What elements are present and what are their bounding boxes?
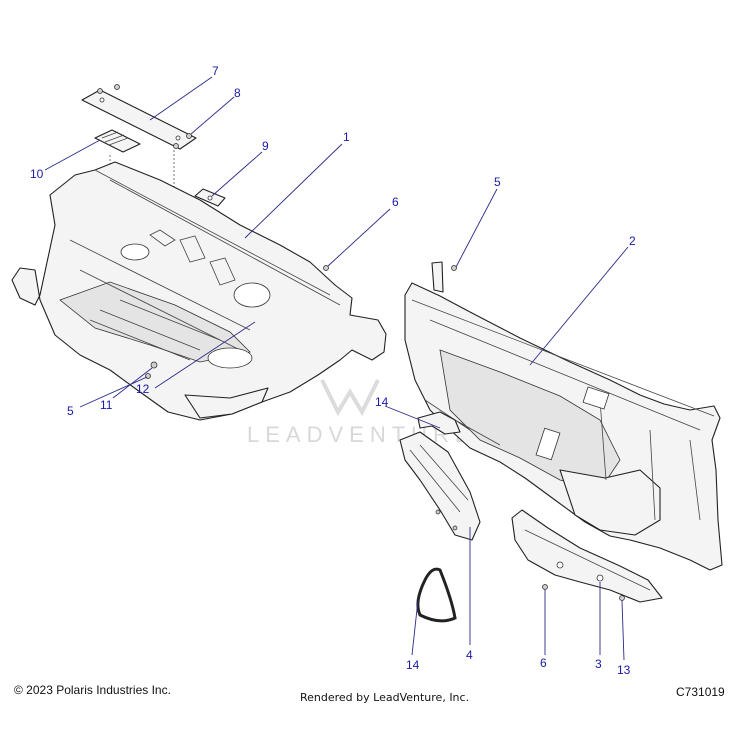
part-4-side-panel [399, 431, 481, 541]
callout-14-lower: 14 [406, 658, 420, 672]
callout-13: 13 [617, 663, 631, 677]
part-14-ring-seal [416, 567, 457, 623]
callout-5-right: 5 [494, 175, 501, 189]
part-1-dash-structure [11, 161, 387, 421]
callout-5-left: 5 [67, 404, 74, 418]
callout-12: 12 [136, 382, 150, 396]
diagram-code: C731019 [676, 685, 725, 699]
part-2-insulation-panel [404, 261, 723, 571]
part-9-bracket [194, 188, 226, 207]
part-13-fastener [619, 595, 625, 601]
callout-2: 2 [629, 234, 636, 248]
callout-1: 1 [343, 130, 350, 144]
part-5-fastener-right [451, 265, 457, 271]
part-6-fastener-upper [323, 265, 329, 271]
part-14-upper-seal [417, 411, 461, 435]
part-6-fastener-lower [542, 584, 548, 590]
part-3-lower-bracket [511, 509, 663, 603]
copyright-text: © 2023 Polaris Industries Inc. [14, 683, 171, 697]
callout-6-upper: 6 [392, 195, 399, 209]
callout-7: 7 [212, 64, 219, 78]
callout-8: 8 [234, 86, 241, 100]
part-8-fasteners [97, 84, 192, 149]
leader-lines [44, 76, 629, 661]
part-10-label [94, 129, 141, 153]
callout-10: 10 [30, 167, 44, 181]
callout-14-upper: 14 [375, 395, 389, 409]
callout-11: 11 [100, 398, 113, 412]
rendered-by-text: Rendered by LeadVenture, Inc. [300, 691, 470, 704]
callout-9: 9 [262, 139, 269, 153]
callout-6-lower: 6 [540, 656, 547, 670]
callout-3: 3 [595, 657, 602, 671]
part-11-fastener [150, 361, 158, 369]
callout-4: 4 [466, 648, 473, 662]
part-7-plate [81, 89, 197, 150]
